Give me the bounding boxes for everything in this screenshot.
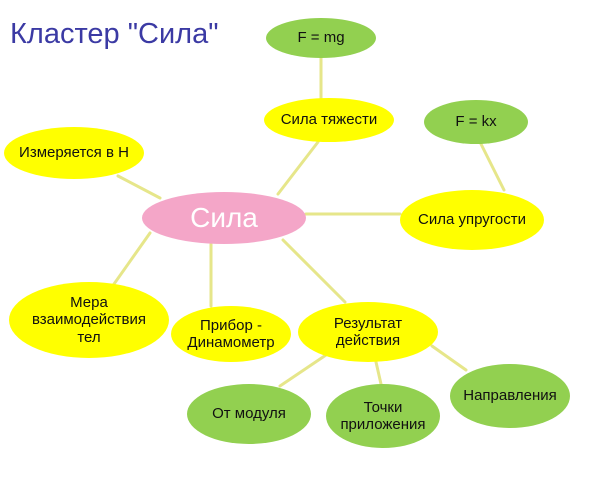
connector-line <box>479 142 506 192</box>
node-gravity-formula-ellipse <box>266 18 376 58</box>
connector-line <box>112 231 152 286</box>
connector-line <box>276 140 320 196</box>
node-point-ellipse <box>326 384 440 448</box>
node-center-ellipse <box>142 192 306 244</box>
node-elastic-ellipse <box>400 190 544 250</box>
node-gravity-ellipse <box>264 98 394 142</box>
diagram-title: Кластер "Сила" <box>10 18 219 50</box>
node-measured-ellipse <box>4 127 144 179</box>
connector-lines <box>112 56 506 388</box>
node-device-ellipse <box>171 306 291 362</box>
node-modulus-ellipse <box>187 384 311 444</box>
connector-line <box>281 238 347 304</box>
node-measure-ellipse <box>9 282 169 358</box>
connector-line <box>116 174 162 200</box>
node-result-ellipse <box>298 302 438 362</box>
connector-line <box>278 353 328 388</box>
node-elastic-formula-ellipse <box>424 100 528 144</box>
node-shapes <box>4 18 570 448</box>
node-direction-ellipse <box>450 364 570 428</box>
connector-line <box>374 360 383 386</box>
connector-line <box>430 344 468 372</box>
